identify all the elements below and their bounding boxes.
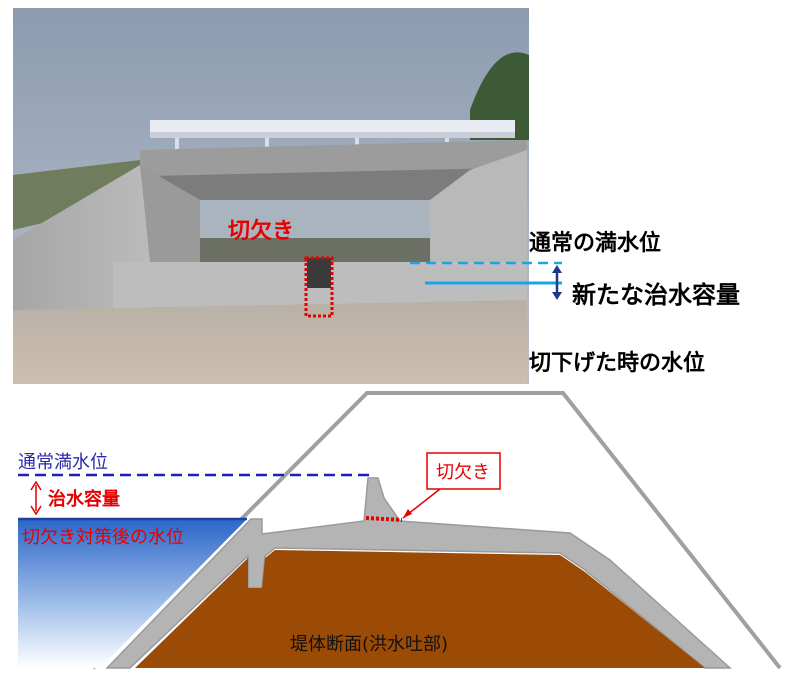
photo-normal-level-label: 通常の満水位 — [529, 230, 661, 256]
dam-cross-section — [18, 391, 782, 670]
photo-bridge-deck — [140, 140, 527, 178]
photo-apron — [13, 300, 527, 384]
photo-left-bank — [13, 160, 140, 230]
capacity-label: 治水容量 — [48, 488, 120, 510]
photo-notch-slot — [307, 258, 331, 288]
spillway-photo — [13, 8, 529, 384]
capacity-arrow — [30, 480, 42, 516]
after-notch-level-label: 切欠き対策後の水位 — [22, 527, 184, 548]
photo-notch-label: 切欠き — [228, 218, 294, 244]
photo-lowered-level-label: 切下げた時の水位 — [529, 350, 705, 376]
dam-body — [135, 550, 705, 668]
photo-bridge-underside — [150, 168, 505, 200]
section-notch-marker — [365, 516, 403, 522]
notch-callout-box — [426, 452, 501, 490]
dam-body-label: 堤体断面(洪水吐部) — [290, 634, 448, 655]
photo-new-capacity-label: 新たな治水容量 — [572, 281, 740, 309]
reservoir-water — [18, 519, 247, 668]
photo-notch-marker — [304, 256, 334, 318]
photo-left-abutment — [140, 165, 200, 262]
photo-trees — [470, 52, 529, 141]
notch-callout-arrowhead — [403, 509, 412, 518]
notch-callout-label: 切欠き — [436, 462, 490, 483]
normal-full-level-label: 通常満水位 — [18, 452, 108, 473]
photo-capacity-arrow — [552, 265, 562, 300]
